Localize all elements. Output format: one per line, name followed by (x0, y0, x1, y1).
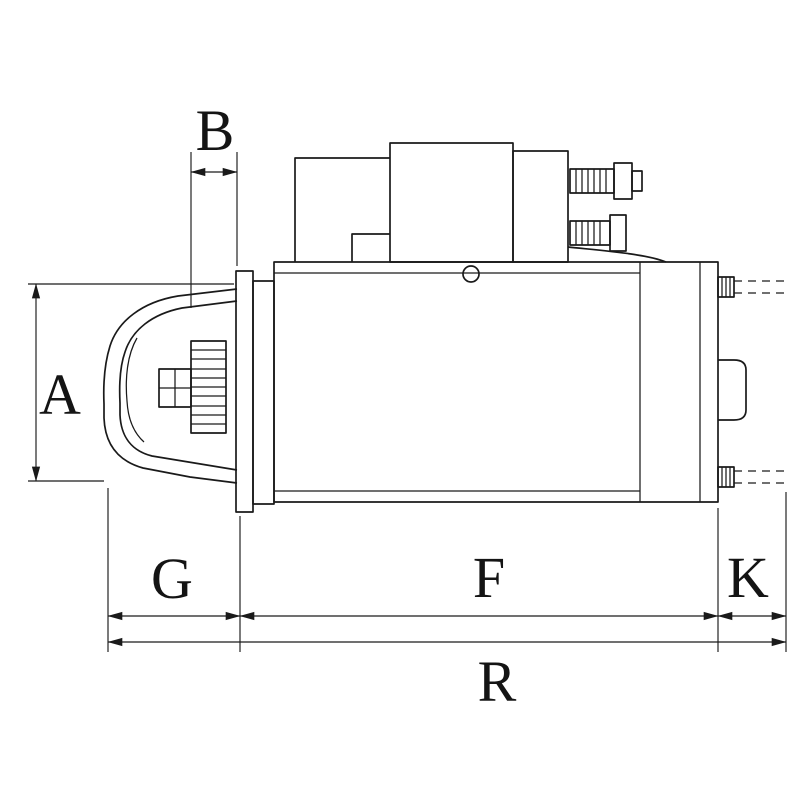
solenoid-body (389, 142, 514, 263)
pinion-gear-teeth-lines (191, 349, 226, 425)
terminal-stud-upper-thread-hatch (575, 169, 607, 193)
solenoid-gusset-curve (567, 246, 667, 263)
terminal-stud-lower-thread-hatch (575, 221, 601, 245)
dimension-label-k: K (727, 545, 769, 610)
rear-bearing-boss (718, 359, 747, 421)
extension-lines (28, 152, 787, 652)
solenoid-cap (512, 150, 569, 263)
body-inspection-hole (462, 265, 480, 283)
motor-body (273, 261, 719, 503)
rear-stud-lower-hatch (721, 467, 731, 487)
rear-stud-upper-hatch (721, 277, 731, 297)
terminal-stud-upper-nut (613, 162, 633, 200)
terminal-stud-upper-tip (631, 170, 643, 192)
starter-motor-illustration (102, 142, 788, 513)
drive-end-housing-inner-contour (118, 300, 238, 471)
dimension-label-g: G (151, 546, 193, 611)
lever-housing-outline (294, 157, 390, 262)
dimension-label-a: A (39, 362, 81, 427)
rear-stud-upper-hidden-lines (734, 280, 788, 294)
rear-stud-lower-hidden-lines (734, 470, 788, 484)
dimension-annotations: B A G F K R (28, 98, 787, 714)
pinion-shaft-lines (159, 369, 191, 407)
terminal-stud-lower-nut (609, 214, 627, 252)
dimension-label-r: R (478, 649, 517, 714)
mounting-flange-front-plate (235, 270, 254, 513)
drive-end-housing-outline (102, 288, 238, 484)
dimension-label-b: B (196, 98, 235, 163)
mounting-flange-rear-plate (252, 280, 275, 505)
dimension-label-f: F (473, 545, 505, 610)
motor-body-seam-lines (274, 262, 701, 502)
drive-end-nose-contour (125, 337, 145, 443)
